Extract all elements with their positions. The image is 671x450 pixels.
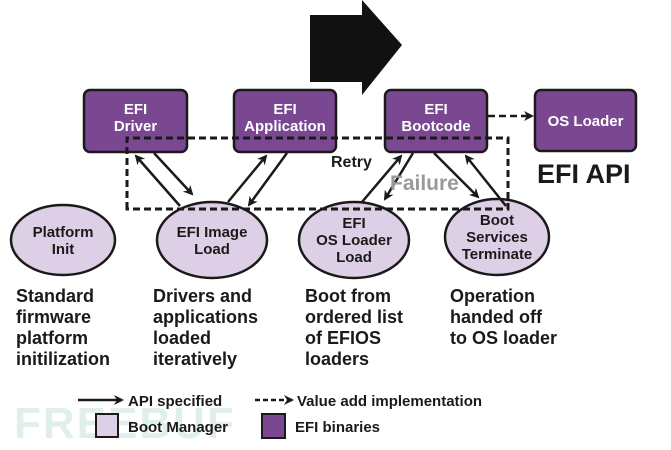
api-arrow-failure bbox=[383, 152, 415, 201]
platform-init-stage: Platform Init bbox=[9, 203, 117, 277]
platform-init-label-1: Platform bbox=[33, 224, 94, 241]
api-arrow-driver-to-image-load bbox=[153, 152, 194, 196]
efi-os-loader-load-stage: EFI OS Loader Load bbox=[297, 200, 411, 280]
legend-api-specified: API specified bbox=[128, 393, 222, 410]
description-line: ordered list bbox=[305, 307, 403, 327]
efi-bootcode-label-2: Bootcode bbox=[401, 118, 470, 135]
value-add-loop-boundary bbox=[125, 136, 510, 211]
boot-services-terminate-label-2: Services bbox=[466, 229, 528, 246]
legend-value-add: Value add implementation bbox=[297, 393, 482, 410]
efi-application-label-1: EFI bbox=[273, 101, 296, 118]
efi-application-box: EFI Application bbox=[232, 88, 338, 154]
boot-services-terminate-label-1: Boot bbox=[480, 212, 514, 229]
description-line: of EFIOS bbox=[305, 328, 381, 348]
description-line: iteratively bbox=[153, 349, 237, 369]
legend-boot-manager-swatch bbox=[95, 413, 119, 438]
efi-driver-label-2: Driver bbox=[114, 118, 158, 135]
description-line: initilization bbox=[16, 349, 110, 369]
description-efi-os-loader-load: Boot from ordered list of EFIOS loaders bbox=[305, 286, 403, 369]
watermark: FREEBUF bbox=[14, 399, 236, 448]
api-arrow-image-load-to-driver bbox=[134, 154, 181, 207]
api-arrow-image-load-to-application bbox=[227, 154, 268, 203]
description-line: Drivers and bbox=[153, 286, 252, 306]
efi-image-load-stage: EFI Image Load bbox=[155, 200, 269, 280]
os-loader-box: OS Loader bbox=[533, 88, 638, 153]
legend-boot-manager: Boot Manager bbox=[128, 419, 228, 436]
description-line: firmware bbox=[16, 307, 91, 327]
efi-image-load-label-1: EFI Image bbox=[177, 224, 248, 241]
description-line: to OS loader bbox=[450, 328, 557, 348]
description-line: loaded bbox=[153, 328, 211, 348]
efi-api-label: EFI API bbox=[537, 159, 631, 189]
description-efi-image-load: Drivers and applications loaded iterativ… bbox=[153, 286, 258, 369]
legend: API specified Value add implementation B… bbox=[78, 393, 482, 439]
efi-driver-box: EFI Driver bbox=[82, 88, 189, 154]
api-arrow-application-to-image-load bbox=[247, 152, 289, 207]
failure-label: Failure bbox=[390, 172, 459, 195]
api-arrow-retry bbox=[361, 154, 403, 203]
efi-bootcode-box: EFI Bootcode bbox=[383, 88, 489, 154]
description-line: applications bbox=[153, 307, 258, 327]
efi-bootcode-label-1: EFI bbox=[424, 101, 447, 118]
description-line: platform bbox=[16, 328, 88, 348]
description-boot-services-terminate: Operation handed off to OS loader bbox=[450, 286, 557, 348]
description-line: Boot from bbox=[305, 286, 391, 306]
retry-label: Retry bbox=[331, 154, 372, 171]
os-loader-label: OS Loader bbox=[548, 113, 624, 130]
efi-os-loader-load-label-1: EFI bbox=[342, 215, 365, 232]
boot-services-terminate-stage: Boot Services Terminate bbox=[443, 197, 551, 277]
efi-application-label-2: Application bbox=[244, 118, 326, 135]
efi-image-load-label-2: Load bbox=[194, 241, 230, 258]
right-arrow-icon bbox=[310, 0, 402, 95]
efi-driver-label-1: EFI bbox=[124, 101, 147, 118]
description-line: Standard bbox=[16, 286, 94, 306]
legend-efi-binaries: EFI binaries bbox=[295, 419, 380, 436]
api-arrow-bootcode-to-terminate bbox=[433, 152, 480, 199]
boot-services-terminate-label-3: Terminate bbox=[462, 246, 533, 263]
efi-os-loader-load-label-2: OS Loader bbox=[316, 232, 392, 249]
legend-efi-binaries-swatch bbox=[261, 413, 286, 439]
description-platform-init: Standard firmware platform initilization bbox=[16, 286, 110, 369]
api-arrow-terminate-to-bootcode bbox=[464, 154, 507, 207]
efi-os-loader-load-label-3: Load bbox=[336, 249, 372, 266]
description-line: handed off bbox=[450, 307, 543, 327]
description-line: loaders bbox=[305, 349, 369, 369]
platform-init-label-2: Init bbox=[52, 241, 75, 258]
description-line: Operation bbox=[450, 286, 535, 306]
